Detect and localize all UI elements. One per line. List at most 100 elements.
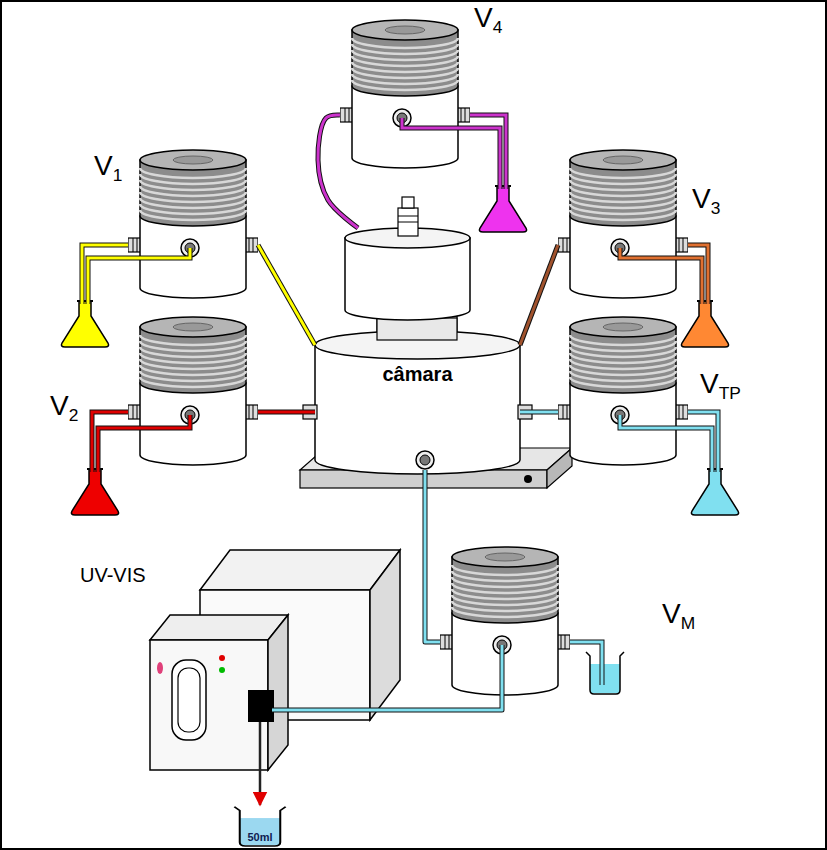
tube-outline xyxy=(318,115,358,228)
tube-connector xyxy=(520,245,558,345)
tube-fill xyxy=(520,411,558,414)
label-main: V xyxy=(474,2,493,33)
valve-pump xyxy=(440,547,570,695)
tube-fill xyxy=(318,115,358,228)
tube-outline xyxy=(400,700,502,710)
flask-tube xyxy=(98,415,190,472)
spectrometer xyxy=(248,690,274,722)
tube-outline xyxy=(520,410,558,415)
valve-pump xyxy=(558,150,688,298)
valve-pump xyxy=(128,317,258,465)
chamber xyxy=(398,216,418,217)
part-label: V3 xyxy=(692,185,720,213)
spectrometer xyxy=(219,667,225,673)
label-subscript: M xyxy=(681,613,695,633)
spectrometer xyxy=(200,550,400,590)
tube-fill xyxy=(258,245,315,345)
node-text: 50ml xyxy=(247,832,272,843)
flask-tube xyxy=(402,118,500,189)
spectrometer xyxy=(172,660,206,740)
reagent-flask xyxy=(479,186,526,232)
tube-fill xyxy=(520,245,558,345)
valve-label: VTP xyxy=(558,305,688,470)
tube-fill xyxy=(258,411,315,414)
reagent-flask xyxy=(681,301,728,347)
label-subscript: 2 xyxy=(69,405,79,425)
flask-tube xyxy=(570,642,602,685)
flask-tube xyxy=(620,248,702,304)
chamber xyxy=(377,318,457,340)
valve-label: V2 xyxy=(128,305,258,470)
label-main: V xyxy=(692,183,711,214)
tube-connector xyxy=(318,115,358,228)
part-label: VM xyxy=(662,600,695,628)
chamber xyxy=(300,197,572,488)
beaker-label: 50ml xyxy=(233,805,287,847)
valve-label: V1 xyxy=(128,138,258,303)
spectrometer xyxy=(150,615,288,640)
reagent-flask xyxy=(586,652,624,694)
valve-label: V4 xyxy=(340,8,470,173)
flask-tube xyxy=(500,645,505,700)
spectrometer xyxy=(157,662,163,674)
tube-connector xyxy=(400,700,502,710)
valve-pump xyxy=(558,317,688,465)
chamber xyxy=(345,238,470,320)
label-main: V xyxy=(94,150,113,181)
connector-group xyxy=(258,115,558,805)
label-main: V xyxy=(700,368,719,399)
chamber xyxy=(402,197,414,208)
reagent-flask xyxy=(691,469,738,515)
flask-tube xyxy=(88,248,190,304)
spectrometer xyxy=(219,655,225,661)
spectrometer xyxy=(150,550,400,770)
spectrometer xyxy=(178,668,200,732)
flask-tube xyxy=(620,415,712,472)
chamber xyxy=(524,475,532,483)
tube-outline xyxy=(425,470,440,642)
reagent-flask xyxy=(71,469,118,515)
flask-tube xyxy=(620,415,712,472)
chamber xyxy=(398,222,418,223)
part-label: V1 xyxy=(94,152,122,180)
valve-pump xyxy=(128,150,258,298)
flask-tube xyxy=(98,415,190,472)
tube-connector xyxy=(258,412,315,413)
valve-label: VM xyxy=(440,535,570,700)
reagent-flask xyxy=(61,186,738,846)
flow-line xyxy=(259,770,262,805)
part-label: VTP xyxy=(700,370,741,398)
valve-pump xyxy=(128,20,688,695)
valve-pump xyxy=(340,20,470,168)
flask-tube xyxy=(620,248,702,304)
flask-tube xyxy=(688,245,708,304)
chamber-label: câmara xyxy=(315,228,520,470)
chamber xyxy=(398,208,418,236)
spectrometer xyxy=(259,722,262,770)
tube-fill xyxy=(425,470,440,642)
tube-connector xyxy=(520,412,558,413)
spectrometer-label: UV-VIS xyxy=(150,550,400,770)
tube-connector xyxy=(425,470,440,642)
chamber xyxy=(315,345,520,474)
flask-tube xyxy=(402,118,500,189)
reagent-flask xyxy=(234,807,285,846)
flask-tube xyxy=(272,709,400,712)
part-label: V2 xyxy=(50,392,78,420)
chamber xyxy=(547,448,572,488)
tube-outline xyxy=(258,245,315,345)
part-label: V4 xyxy=(474,4,502,32)
flask-tube xyxy=(570,642,602,685)
label-main: V xyxy=(662,598,681,629)
label-subscript: TP xyxy=(719,383,741,403)
tube-outline xyxy=(520,245,558,345)
flask-tube xyxy=(272,708,400,713)
flask-tube xyxy=(82,115,718,710)
label-subscript: 4 xyxy=(493,17,503,37)
valve-label: V3 xyxy=(558,138,688,303)
